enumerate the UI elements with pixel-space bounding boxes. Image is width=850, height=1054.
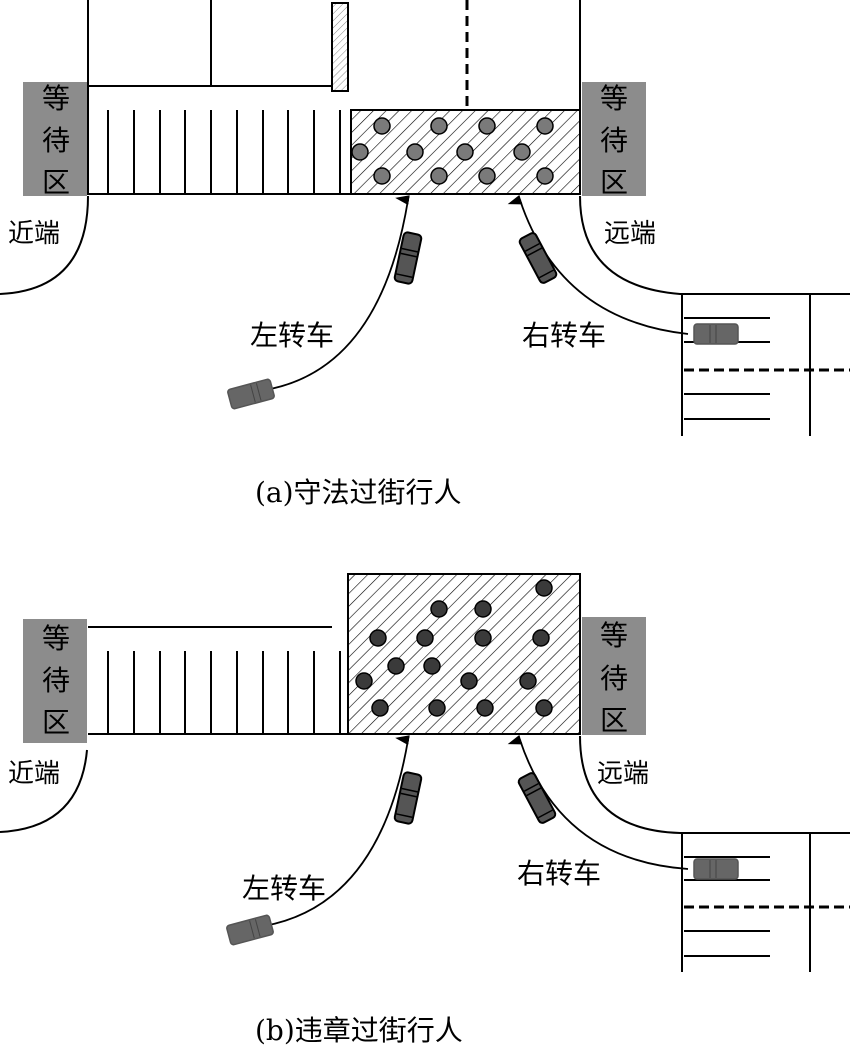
pedestrian [474,600,492,618]
caption-b: (b)违章过街行人 [255,1014,463,1047]
pedestrian [474,629,492,647]
caption-a: (a)守法过街行人 [255,476,462,509]
left-turn-car [393,771,423,825]
side-road [681,833,850,972]
pedestrian [355,672,373,690]
pedestrian [371,699,389,717]
zebra-crossing [107,651,341,733]
left-turn-trajectory [264,195,410,391]
pedestrian [373,167,391,185]
pedestrian [513,143,531,161]
waiting-zone-char: 等 [42,82,70,115]
right-turn-car-start [693,323,739,345]
waiting-zone-char: 待 [42,664,70,697]
waiting-zone-char: 等 [600,82,628,115]
far-corner-curb [579,735,850,834]
panel-a: 等 待 区 等 待 区 近端 远端 [0,0,850,509]
near-corner-curb [0,195,89,295]
panel-b: 等 待 区 等 待 区 近端 远端 [0,573,850,1047]
pedestrian [351,143,369,161]
far-end-label: 远端 [597,759,649,789]
left-turn-car [393,231,423,285]
pedestrian [406,143,424,161]
near-corner-curb [0,749,88,833]
right-turn-car [517,772,557,824]
far-corner-curb [579,195,850,295]
waiting-zone-char: 区 [600,166,628,199]
right-turn-label: 右转车 [522,319,606,352]
waiting-zone-char: 待 [600,124,628,157]
zebra-crossing [107,110,341,193]
pedestrian [535,579,553,597]
right-turn-car [518,232,558,284]
pedestrian [478,117,496,135]
pedestrian [536,117,554,135]
pedestrian [430,117,448,135]
left-turn-car-start [227,378,275,410]
waiting-zone-char: 等 [600,619,628,652]
pedestrian [387,657,405,675]
right-turn-car-start [693,858,739,880]
pedestrians-violating [355,579,553,717]
left-turn-label: 左转车 [242,872,326,905]
side-road [681,294,850,436]
pedestrian [416,629,434,647]
waiting-zone-char: 区 [42,166,70,199]
pedestrian [456,143,474,161]
median-island [331,2,349,92]
pedestrian [536,167,554,185]
waiting-zone-char: 待 [42,124,70,157]
right-turn-trajectory [507,194,689,335]
near-end-label: 近端 [8,219,60,249]
pedestrian [460,672,478,690]
waiting-zone-char: 区 [42,706,70,739]
waiting-zone-char: 等 [42,622,70,655]
waiting-zone-right [582,617,646,735]
left-turn-label: 左转车 [250,319,334,352]
pedestrian [476,699,494,717]
pedestrian [519,672,537,690]
waiting-zone-char: 待 [600,662,628,695]
far-end-label: 远端 [604,219,656,249]
waiting-zone-right [582,82,646,196]
pedestrian [532,629,550,647]
pedestrian [430,167,448,185]
pedestrian [369,629,387,647]
pedestrians-lawful [351,117,554,185]
pedestrian [535,699,553,717]
right-turn-label: 右转车 [517,857,601,890]
pedestrian [430,600,448,618]
pedestrian [428,699,446,717]
left-turn-trajectory [263,735,410,927]
near-end-label: 近端 [8,759,60,789]
waiting-zone-left [23,82,87,196]
left-turn-car-start [226,914,274,946]
pedestrian [478,167,496,185]
waiting-zone-char: 区 [600,704,628,737]
waiting-zone-left [23,619,87,743]
pedestrian [423,657,441,675]
pedestrian [373,117,391,135]
right-turn-trajectory [507,734,689,870]
